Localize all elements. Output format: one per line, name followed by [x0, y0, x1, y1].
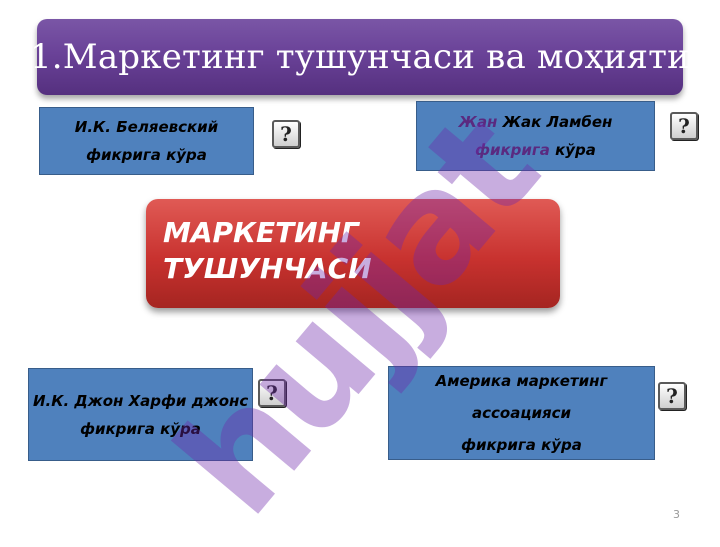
harfi-jones-box: И.К. Джон Харфи джонс фикрига кўра [28, 368, 253, 461]
box-label: фикрига кўра [461, 436, 582, 454]
lambin-box: Жан Жак Ламбен фикрига кўра [416, 101, 655, 171]
box-label: фикрига кўра [86, 146, 207, 164]
box-label: фикрига кўра [80, 419, 201, 438]
center-label: МАРКЕТИНГ [163, 216, 359, 249]
marketing-concept-box: МАРКЕТИНГ ТУШУНЧАСИ [146, 199, 560, 308]
title-bar: 1.Маркетинг тушунчаси ва моҳияти [30, 19, 690, 95]
box-label: Америка маркетинг [435, 372, 608, 390]
center-label: ТУШУНЧАСИ [163, 252, 372, 285]
help-button-harfi-jones[interactable]: ? [258, 379, 286, 407]
american-association-box: Америка маркетинг ассоацияси фикрига кўр… [388, 366, 655, 460]
help-button-american-association[interactable]: ? [658, 382, 686, 410]
box-label: ассоацияси [472, 404, 571, 422]
box-label: И.К. Джон Харфи джонс [33, 391, 249, 410]
help-button-lambin[interactable]: ? [670, 112, 698, 140]
box-label-part: кўра [549, 141, 596, 159]
page-title: 1.Маркетинг тушунчаси ва моҳияти [29, 37, 691, 77]
box-label-part: Жан [458, 113, 498, 131]
page-number: 3 [673, 508, 680, 521]
box-label: И.К. Беляевский [74, 118, 219, 136]
belyaevsky-box: И.К. Беляевский фикрига кўра [39, 107, 254, 175]
box-label: фикрига кўра [475, 136, 596, 164]
box-label: Жан Жак Ламбен [459, 108, 613, 136]
box-label-part: фикрига [475, 141, 550, 159]
box-label-part: Жак Ламбен [497, 113, 613, 131]
help-button-belyaevsky[interactable]: ? [272, 120, 300, 148]
